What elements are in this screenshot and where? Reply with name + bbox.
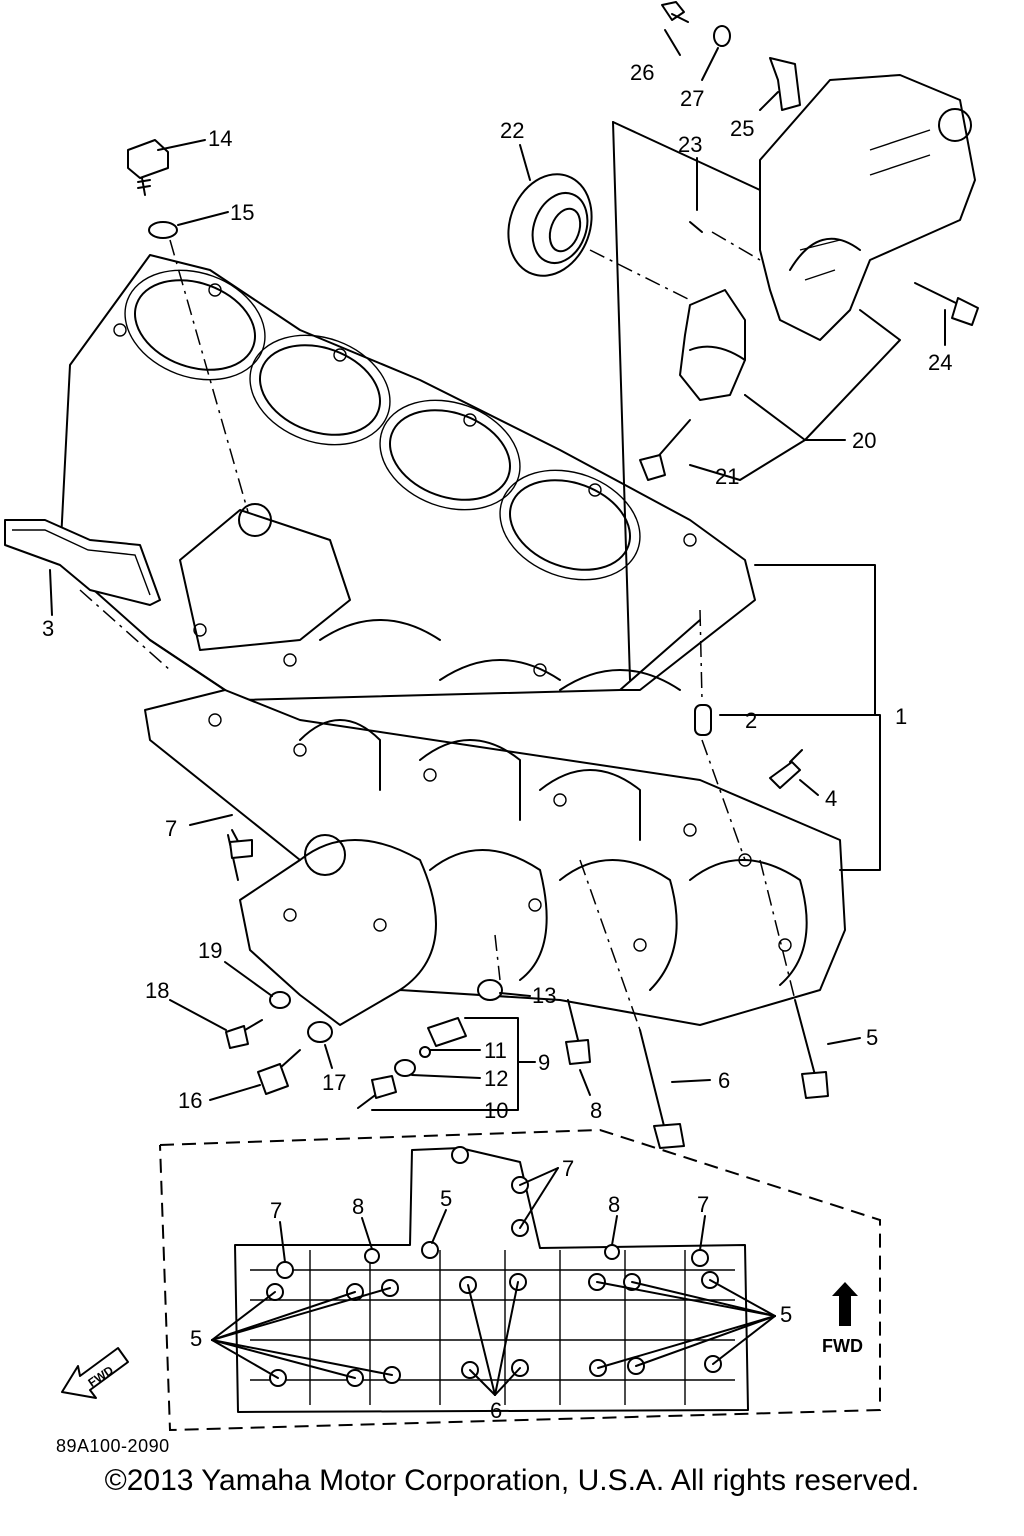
label-20: 20: [852, 428, 876, 453]
figure-code: 89A100-2090: [56, 1436, 170, 1456]
part-11-o-ring: [419, 1046, 431, 1058]
part-7-bolt: [227, 829, 253, 881]
label-24: 24: [928, 350, 952, 375]
part-2-dowel: [694, 704, 712, 736]
part-18-bolt: [225, 1019, 263, 1049]
label-12: 12: [484, 1066, 508, 1091]
part-4-fitting: [769, 749, 803, 789]
bolt-location-inset: 7 8 5 7 8 7 5 5 6 FWD FWD: [61, 1128, 881, 1432]
label-7: 7: [165, 816, 177, 841]
part-3-gasket: [4, 519, 161, 606]
part-22-bearing: [507, 173, 593, 277]
label-25: 25: [730, 116, 754, 141]
label-14: 14: [208, 126, 232, 151]
part-5-bolt: [794, 999, 829, 1099]
label-15: 15: [230, 200, 254, 225]
label-4: 4: [825, 786, 837, 811]
inset-label-5-left: 5: [190, 1326, 202, 1351]
part-21-bolt: [639, 419, 691, 481]
part-19-washer: [269, 991, 291, 1009]
label-18: 18: [145, 978, 169, 1003]
label-23: 23: [678, 132, 702, 157]
part-15-o-ring: [148, 221, 178, 239]
inset-label-7-left: 7: [270, 1198, 282, 1223]
label-19: 19: [198, 938, 222, 963]
part-8-bolt: [565, 999, 591, 1065]
part-23-pin: [689, 221, 703, 233]
label-1: 1: [895, 704, 907, 729]
label-8: 8: [590, 1098, 602, 1123]
label-17: 17: [322, 1070, 346, 1095]
label-26: 26: [630, 60, 654, 85]
part-17-washer: [307, 1021, 333, 1043]
label-10: 10: [484, 1098, 508, 1123]
part-10-nipple: [357, 1075, 397, 1109]
part-13-washer: [477, 979, 503, 1001]
label-13: 13: [532, 983, 556, 1008]
part-12-washer: [394, 1059, 416, 1077]
part-27-washer: [713, 25, 731, 47]
inset-label-5-right: 5: [780, 1302, 792, 1327]
inset-label-7-right: 7: [697, 1192, 709, 1217]
label-3: 3: [42, 616, 54, 641]
label-9: 9: [538, 1050, 550, 1075]
label-2: 2: [745, 708, 757, 733]
fwd-label: FWD: [822, 1336, 863, 1356]
leader-lines: [49, 29, 946, 1111]
label-5: 5: [866, 1025, 878, 1050]
fwd-diagonal-arrow-icon: FWD: [61, 1347, 129, 1399]
part-9-fitting: [427, 1017, 467, 1047]
part-24-bolt: [914, 282, 979, 326]
part-6-bolt: [639, 1029, 685, 1149]
inset-label-5-top: 5: [440, 1186, 452, 1211]
label-27: 27: [680, 86, 704, 111]
part-labels: 1 2 3 4 5 6 7 8 9 10 11 12 13 14 15 16 1…: [42, 60, 952, 1123]
part-16-bolt: [257, 1049, 301, 1095]
label-6: 6: [718, 1068, 730, 1093]
upper-crankcase: [59, 254, 756, 701]
part-25-bracket: [769, 57, 801, 111]
inset-label-8-left: 8: [352, 1194, 364, 1219]
inset-label-7-top: 7: [562, 1156, 574, 1181]
inset-label-6: 6: [490, 1398, 502, 1423]
inset-label-8-right: 8: [608, 1192, 620, 1217]
fwd-up-arrow-icon: [832, 1282, 858, 1326]
part-26-screw: [661, 1, 689, 23]
label-22: 22: [500, 118, 524, 143]
part-20-housing: [759, 74, 976, 341]
part-20-cap: [679, 289, 746, 401]
label-11: 11: [484, 1038, 507, 1063]
lower-crankcase: [144, 689, 846, 1026]
label-16: 16: [178, 1088, 202, 1113]
copyright-notice: ©2013 Yamaha Motor Corporation, U.S.A. A…: [104, 1464, 920, 1497]
label-21: 21: [715, 464, 739, 489]
